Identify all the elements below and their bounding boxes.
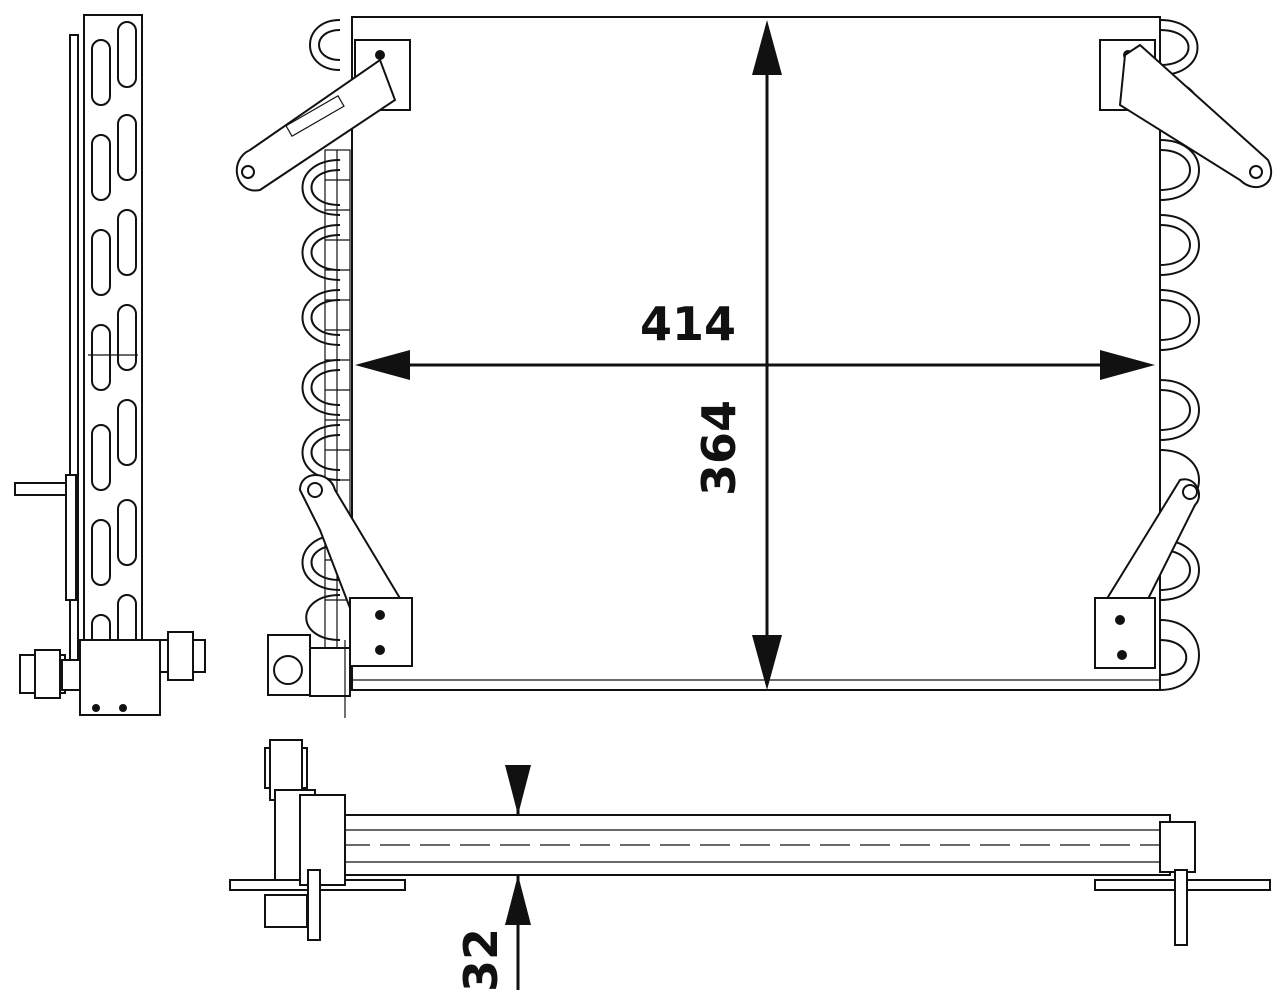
top-view: 32 [229,739,1271,992]
top-left-bracket [235,39,411,192]
side-view [14,14,206,716]
front-view: 414 364 [235,16,1273,718]
width-label: 414 [640,297,736,351]
bottom-left-bracket [298,474,413,667]
width-dimension: 414 [355,297,1155,380]
top-right-bracket [1099,39,1273,189]
height-dimension: 364 [692,20,782,690]
depth-label: 32 [454,928,508,992]
condenser-core [351,16,1161,691]
depth-dimension: 32 [454,765,531,992]
bottom-right-bracket [1094,478,1200,669]
height-label: 364 [692,400,746,496]
bottom-left-fitting [267,634,351,718]
